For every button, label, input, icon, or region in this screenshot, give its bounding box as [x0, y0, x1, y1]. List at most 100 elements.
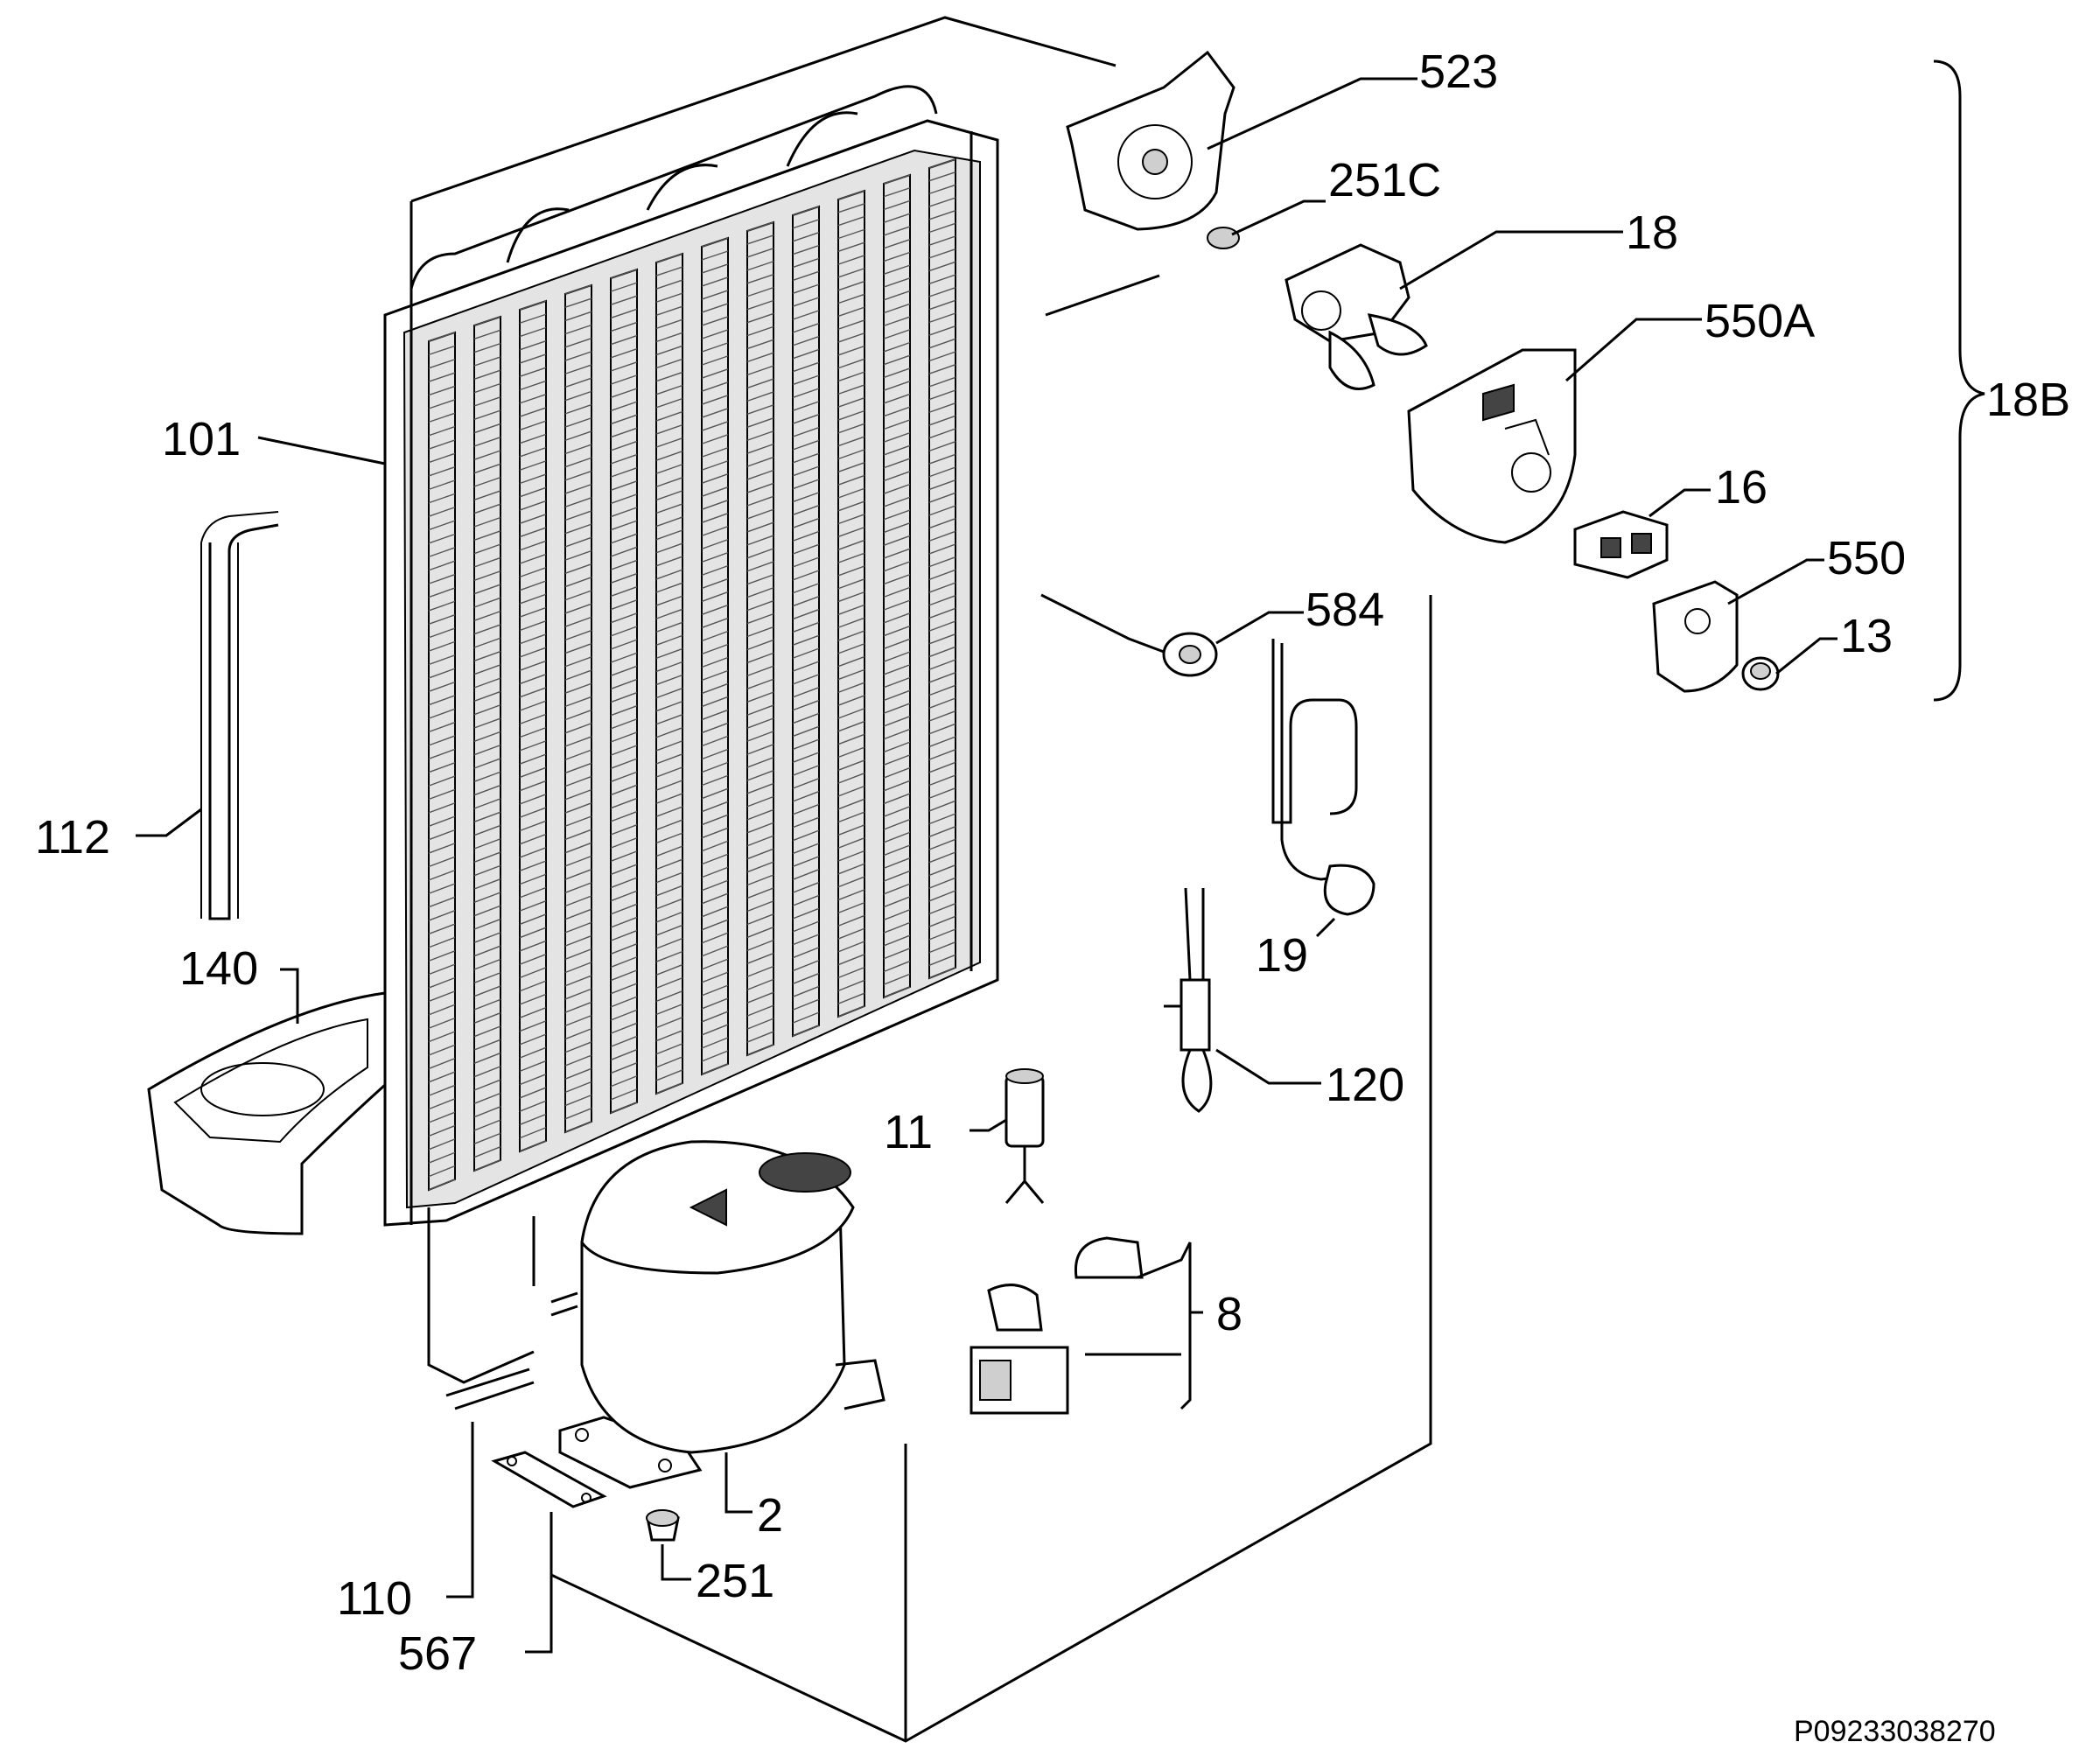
- fin-hatch: [564, 390, 592, 402]
- grommet-251c: [1207, 227, 1240, 249]
- compressor-2: [558, 1140, 886, 1489]
- fin-hatch: [701, 250, 729, 261]
- fin-hatch: [473, 437, 501, 447]
- fin-hatch: [792, 894, 820, 906]
- fin-hatch: [655, 714, 683, 725]
- fin-hatch: [473, 758, 501, 769]
- fin-hatch: [928, 518, 956, 529]
- fin-hatch: [792, 621, 820, 633]
- fin-hatch: [655, 595, 683, 606]
- brace-18b: [1933, 59, 1985, 702]
- fin-hatch: [928, 158, 956, 169]
- fin-hatch: [564, 324, 592, 335]
- fin-hatch: [519, 794, 547, 805]
- fin-hatch: [837, 514, 865, 525]
- fin-hatch: [519, 1074, 547, 1086]
- fin-hatch: [655, 542, 683, 554]
- fin-hatch: [883, 458, 911, 469]
- fin-hatch: [928, 659, 956, 670]
- fin-hatch: [655, 569, 683, 580]
- lamp-holder-584: [1040, 593, 1218, 677]
- fin-hatch: [746, 352, 774, 363]
- grommet-251: [646, 1509, 680, 1542]
- fin-hatch: [837, 449, 865, 460]
- label-120: 120: [1326, 1059, 1404, 1111]
- fin-hatch: [837, 655, 865, 668]
- fin-hatch: [928, 441, 956, 452]
- fin-hatch: [473, 329, 501, 339]
- fin-hatch: [837, 695, 865, 706]
- fin-hatch: [519, 606, 547, 618]
- fin-hatch: [655, 1017, 683, 1029]
- fin-hatch: [928, 338, 956, 349]
- fin-hatch: [655, 1043, 683, 1055]
- fin-hatch: [519, 886, 547, 899]
- fin-hatch: [837, 397, 865, 408]
- fin-hatch: [610, 1022, 638, 1034]
- fin-hatch: [473, 1092, 501, 1104]
- thermostat-housing-550a: [1407, 348, 1577, 544]
- fin-hatch: [701, 381, 729, 392]
- label-11: 11: [884, 1106, 933, 1158]
- fin-hatch: [928, 171, 956, 182]
- fin-hatch: [746, 495, 774, 507]
- fin-hatch: [746, 365, 774, 376]
- tubes-110: [445, 1291, 578, 1410]
- fin-hatch: [746, 561, 774, 572]
- fin-hatch: [428, 1084, 456, 1096]
- fin-hatch: [519, 833, 547, 845]
- fin-hatch: [746, 469, 774, 480]
- fin-hatch: [701, 525, 729, 537]
- fin-hatch: [701, 853, 729, 865]
- fin-hatch: [610, 943, 638, 955]
- fin-hatch: [610, 745, 638, 756]
- fin-hatch: [837, 850, 865, 862]
- label-567: 567: [398, 1627, 477, 1680]
- fin-hatch: [928, 967, 956, 979]
- fin-hatch: [928, 415, 956, 426]
- fin-hatch: [701, 276, 729, 287]
- fin-hatch: [928, 274, 956, 284]
- fin-hatch: [473, 1025, 501, 1038]
- fin-hatch: [837, 371, 865, 382]
- fin-hatch: [655, 753, 683, 765]
- fin-hatch: [428, 950, 456, 962]
- switch-16: [1573, 510, 1669, 579]
- fin-hatch: [428, 425, 456, 437]
- fin-hatch: [519, 486, 547, 498]
- fin-hatch: [792, 647, 820, 659]
- fin-hatch: [610, 308, 638, 319]
- fin-hatch: [610, 652, 638, 663]
- fin-hatch: [473, 731, 501, 742]
- fin-hatch: [837, 901, 865, 914]
- fin-hatch: [883, 844, 911, 857]
- fin-hatch: [883, 406, 911, 417]
- fin-hatch: [792, 907, 820, 920]
- fin-hatch: [883, 716, 911, 727]
- fin-hatch: [473, 1079, 501, 1091]
- fin-hatch: [564, 1041, 592, 1053]
- fin-hatch: [428, 869, 456, 881]
- fin-hatch: [746, 626, 774, 638]
- label-112: 112: [35, 811, 110, 864]
- fin-hatch: [610, 864, 638, 876]
- fin-hatch: [837, 190, 865, 200]
- fin-hatch: [473, 1132, 501, 1144]
- fin-hatch: [746, 417, 774, 428]
- fin-hatch: [701, 460, 729, 471]
- fin-hatch: [428, 640, 456, 652]
- label-18b: 18B: [1986, 374, 2070, 426]
- fin-hatch: [428, 399, 456, 409]
- fin-hatch: [610, 427, 638, 438]
- fin-hatch: [792, 479, 820, 490]
- fin-hatch: [473, 811, 501, 822]
- fin-hatch: [883, 780, 911, 792]
- fin-hatch: [837, 462, 865, 472]
- fin-hatch: [837, 604, 865, 616]
- fin-hatch: [655, 950, 683, 962]
- fin-hatch: [610, 797, 638, 809]
- fin-hatch: [746, 887, 774, 899]
- fin-hatch: [564, 934, 592, 947]
- fin-hatch: [928, 813, 956, 825]
